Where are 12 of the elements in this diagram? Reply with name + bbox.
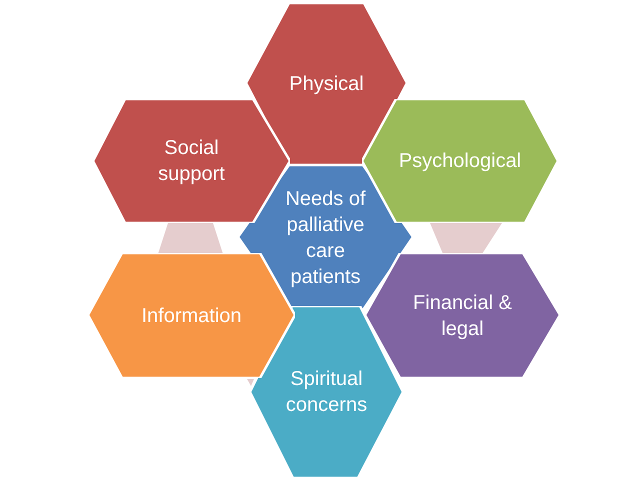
hexagon-label: Information — [141, 304, 242, 328]
hexagon-label: Financial & legal — [412, 290, 513, 342]
hexagon-piece — [430, 223, 502, 254]
hexagon-piece — [158, 223, 223, 254]
hexagon — [365, 253, 560, 378]
hexagon-piece — [247, 379, 254, 386]
hexagon — [250, 306, 403, 478]
hexagon-label: Psychological — [398, 149, 522, 174]
hexagon-label: Needs of palliative care patients — [284, 186, 367, 290]
hexagon-label: Spiritual concerns — [284, 367, 368, 418]
hexagon-label: Physical — [289, 72, 364, 97]
hexagon-label: Social support — [157, 136, 226, 187]
